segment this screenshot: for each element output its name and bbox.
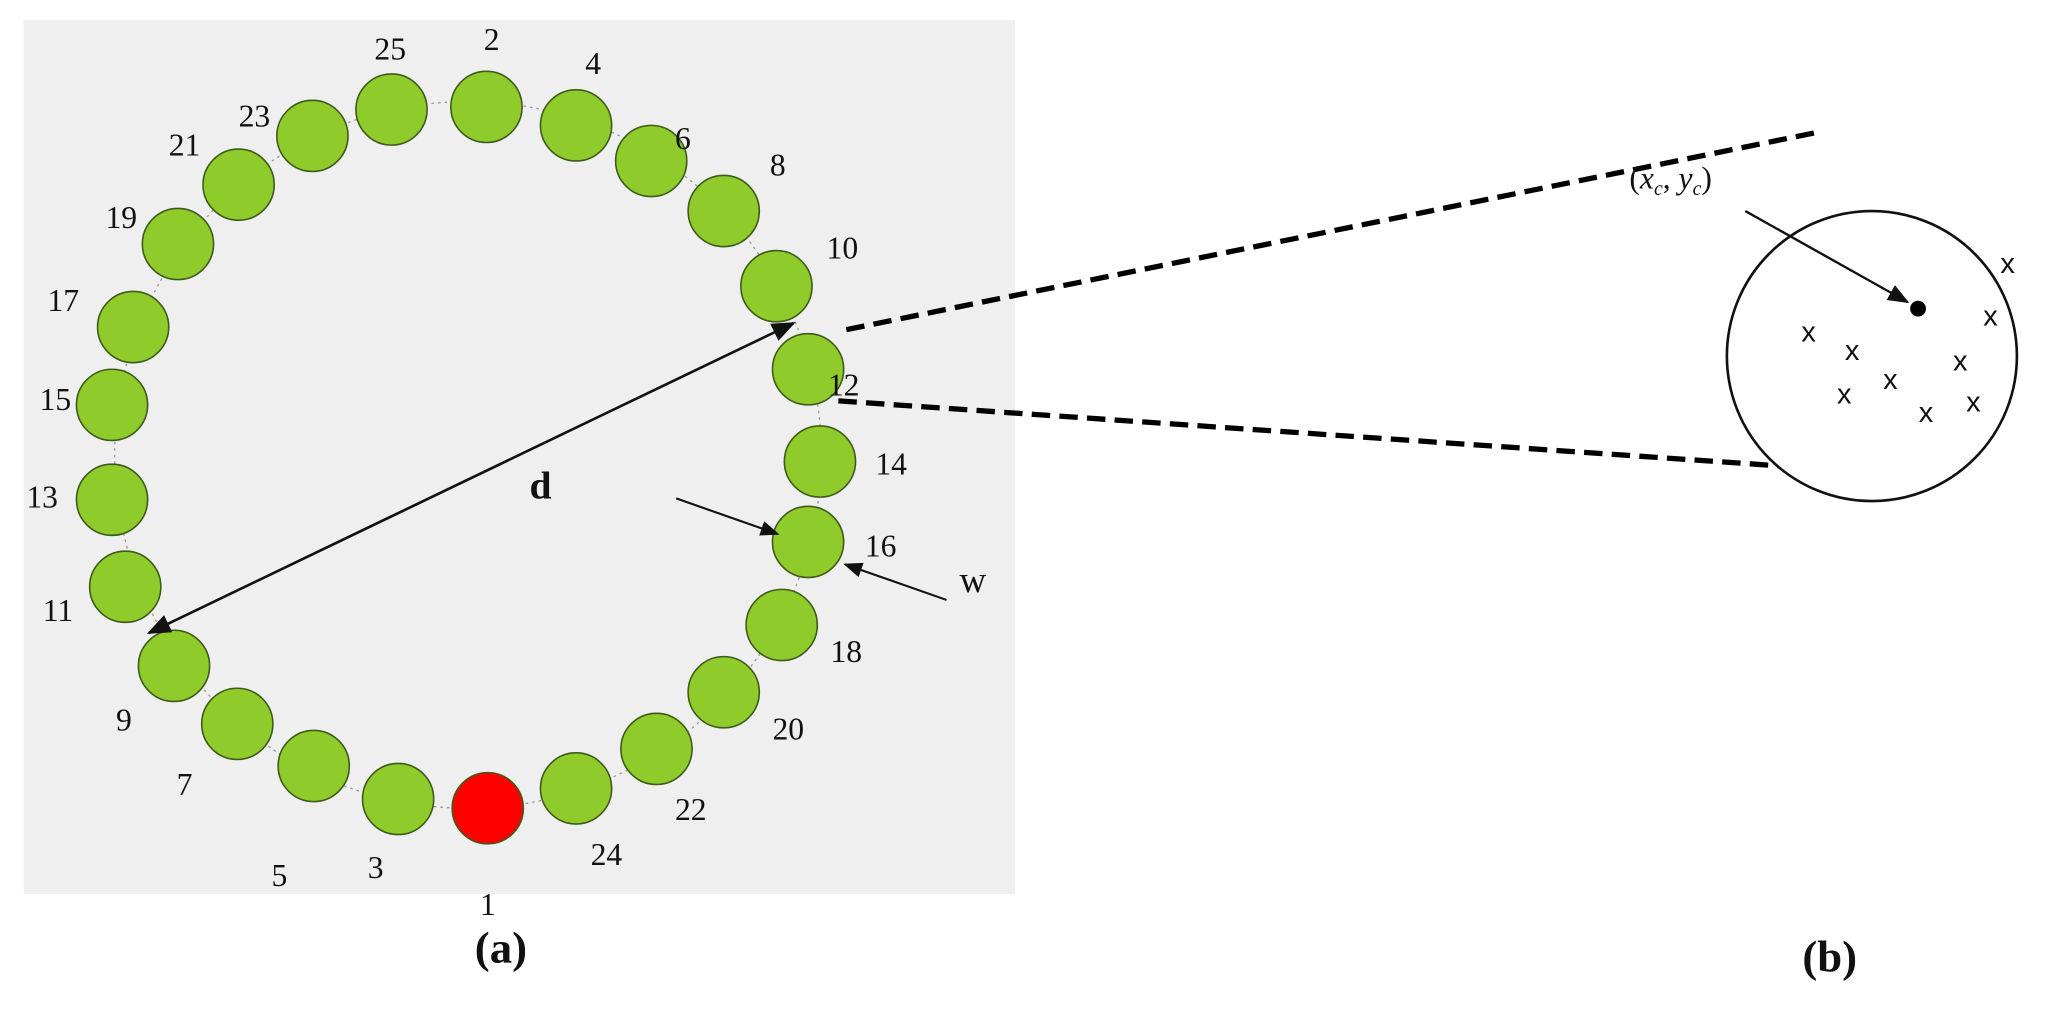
node-label: 8 (770, 147, 786, 182)
node (355, 73, 428, 146)
node-label: 5 (272, 858, 288, 893)
node-label: 1 (480, 887, 496, 922)
node-label: 13 (26, 480, 58, 515)
node (740, 249, 813, 323)
node-label: 24 (591, 837, 623, 872)
node-label: 2 (484, 22, 500, 57)
node (141, 207, 215, 281)
node (202, 148, 275, 222)
width-label: w (960, 559, 987, 600)
node (277, 729, 351, 803)
node (539, 88, 613, 162)
node-label: 23 (239, 99, 271, 134)
node (539, 752, 613, 825)
node (783, 425, 857, 498)
diameter-arrow (146, 321, 796, 635)
node (620, 712, 693, 786)
center-label: (xc, yc) (1629, 161, 1712, 201)
node-label: 14 (875, 447, 907, 482)
node (450, 70, 523, 144)
node-start (451, 771, 525, 845)
node (75, 463, 149, 537)
node-label: 9 (116, 702, 132, 737)
node-label: 11 (43, 593, 73, 628)
caption-b: (b) (1802, 932, 1857, 982)
sample-marker: x (1837, 379, 1852, 411)
sample-marker: x (1801, 317, 1816, 349)
node (361, 762, 435, 836)
node (771, 505, 845, 579)
node (614, 124, 688, 198)
node-label: 22 (675, 792, 707, 827)
detail-node-circle (1725, 209, 2019, 503)
sample-marker: x (1883, 364, 1898, 396)
center-arrow (1744, 210, 1910, 304)
panel-a: 2468101214161820222413579111315171921232… (23, 19, 1016, 972)
node-label: 4 (585, 46, 601, 81)
node (96, 290, 170, 364)
node-label: 21 (169, 128, 201, 163)
width-arrow-inner (675, 497, 780, 536)
node-label: 17 (47, 283, 79, 318)
caption-a: (a) (475, 922, 527, 972)
node (687, 655, 761, 729)
sample-marker: x (1845, 335, 1860, 367)
node-label: 19 (105, 200, 137, 235)
sample-marker: x (1966, 386, 1981, 418)
node-label: 12 (828, 368, 860, 403)
node-label: 7 (177, 767, 193, 802)
node-label: 16 (865, 528, 897, 563)
node-ring: 2468101214161820222413579111315171921232… (26, 22, 907, 922)
node (75, 368, 149, 442)
node (276, 99, 349, 173)
node-label: 3 (368, 850, 384, 885)
node-label: 20 (772, 712, 804, 747)
node-label: 10 (827, 231, 859, 266)
sample-marker: x (1953, 346, 1968, 378)
width-arrow-outer (843, 562, 947, 601)
node (687, 174, 761, 248)
diameter-label: d (529, 463, 551, 507)
node-label: 6 (675, 121, 691, 156)
node-label: 18 (830, 634, 862, 669)
node-label: 25 (374, 31, 406, 66)
node (137, 629, 211, 703)
sample-marker: x (1983, 301, 1998, 333)
node (88, 550, 162, 624)
node (745, 588, 819, 662)
center-point (1910, 300, 1926, 317)
sample-marker: x (1919, 397, 1934, 429)
node (200, 687, 274, 761)
node-label: 15 (40, 382, 72, 417)
sample-marker: x (2000, 248, 2015, 280)
zoom-line-bottom (838, 398, 1870, 475)
